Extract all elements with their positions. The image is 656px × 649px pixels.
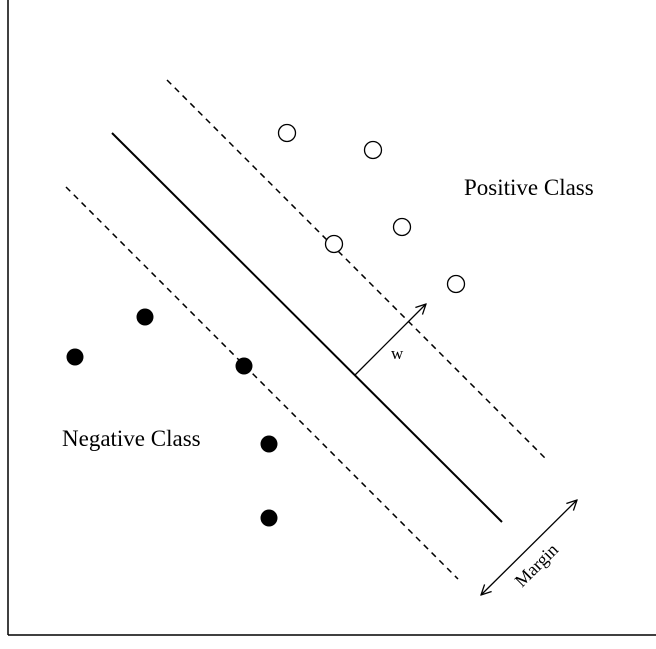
negative-point [235, 357, 253, 375]
negative-point [136, 308, 154, 326]
margin-label: Margin [511, 539, 562, 590]
positive-points [277, 123, 466, 294]
w-vector-label: w [391, 344, 404, 363]
positive-point [324, 234, 344, 254]
negative-class-label: Negative Class [62, 426, 201, 451]
negative-point [66, 348, 84, 366]
positive-point [446, 274, 466, 294]
positive-margin-line [166, 79, 547, 460]
decision-boundary [111, 132, 503, 523]
hyperplanes [65, 79, 547, 580]
negative-point [260, 435, 278, 453]
negative-point [260, 509, 278, 527]
w-vector-arrow [354, 304, 426, 376]
positive-class-label: Positive Class [464, 175, 594, 200]
positive-point [392, 217, 412, 237]
margin-arrow [481, 500, 577, 595]
axes [7, 0, 656, 636]
negative-points [66, 308, 278, 527]
positive-point [277, 123, 297, 143]
negative-margin-line [65, 186, 459, 580]
positive-point [363, 140, 383, 160]
